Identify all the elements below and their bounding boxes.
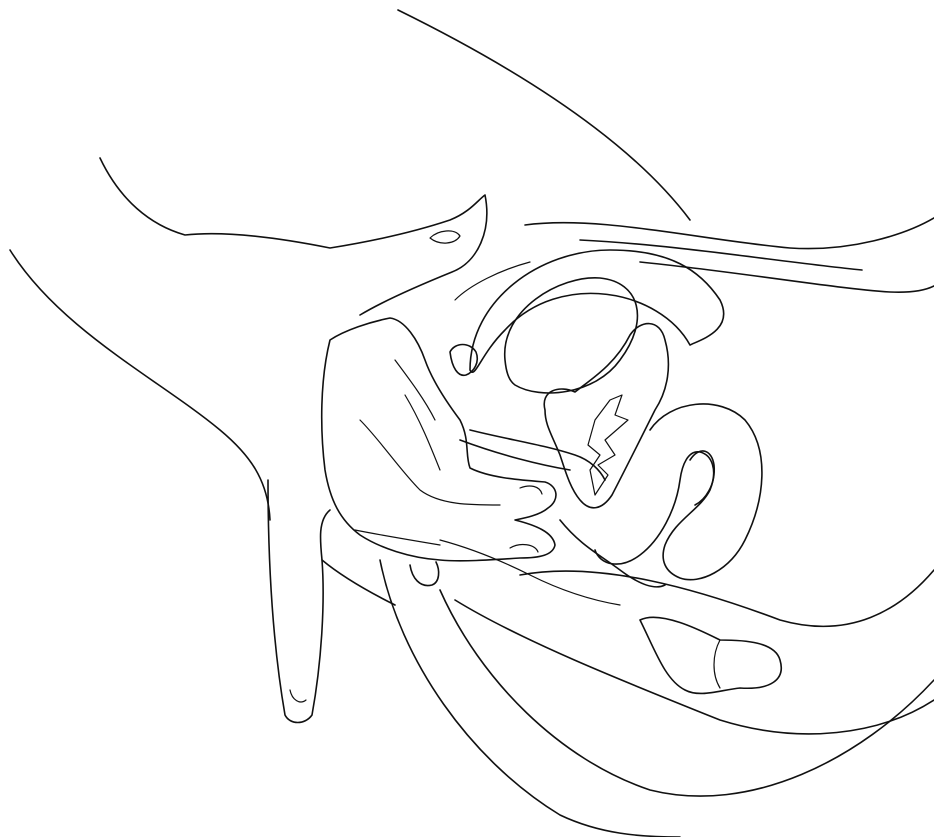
curled-organ [595,404,762,580]
lobe-shape [640,617,781,693]
index-fingernail [430,231,460,243]
canal-line-upper [470,430,605,480]
palm-outline [322,318,556,561]
outer-body-contour [398,10,690,220]
lower-contour-2 [380,560,680,837]
uterine-cavity [588,395,628,495]
finger-crease-4 [355,530,440,545]
finger-crease-2 [405,395,440,470]
finger-nail-mid [520,486,542,494]
finger-tip-stub [410,562,439,586]
arm-upper-contour [100,158,487,315]
right-wall-contour-1 [525,218,934,249]
hand-base-contour [322,560,395,605]
body-fold-1 [455,262,530,300]
thumbnail [290,690,306,702]
small-nub [450,345,477,376]
right-wall-contour-2 [580,240,862,270]
arm-lower-contour [10,250,270,520]
finger-nail-lower [510,545,538,552]
posterior-loop [470,250,724,372]
lobe-divider [714,640,720,688]
posterior-wall [560,520,665,587]
buttock-contour [520,570,934,626]
thumb [268,480,330,723]
uterus-outline [544,324,668,508]
canal-line-lower [460,440,570,470]
